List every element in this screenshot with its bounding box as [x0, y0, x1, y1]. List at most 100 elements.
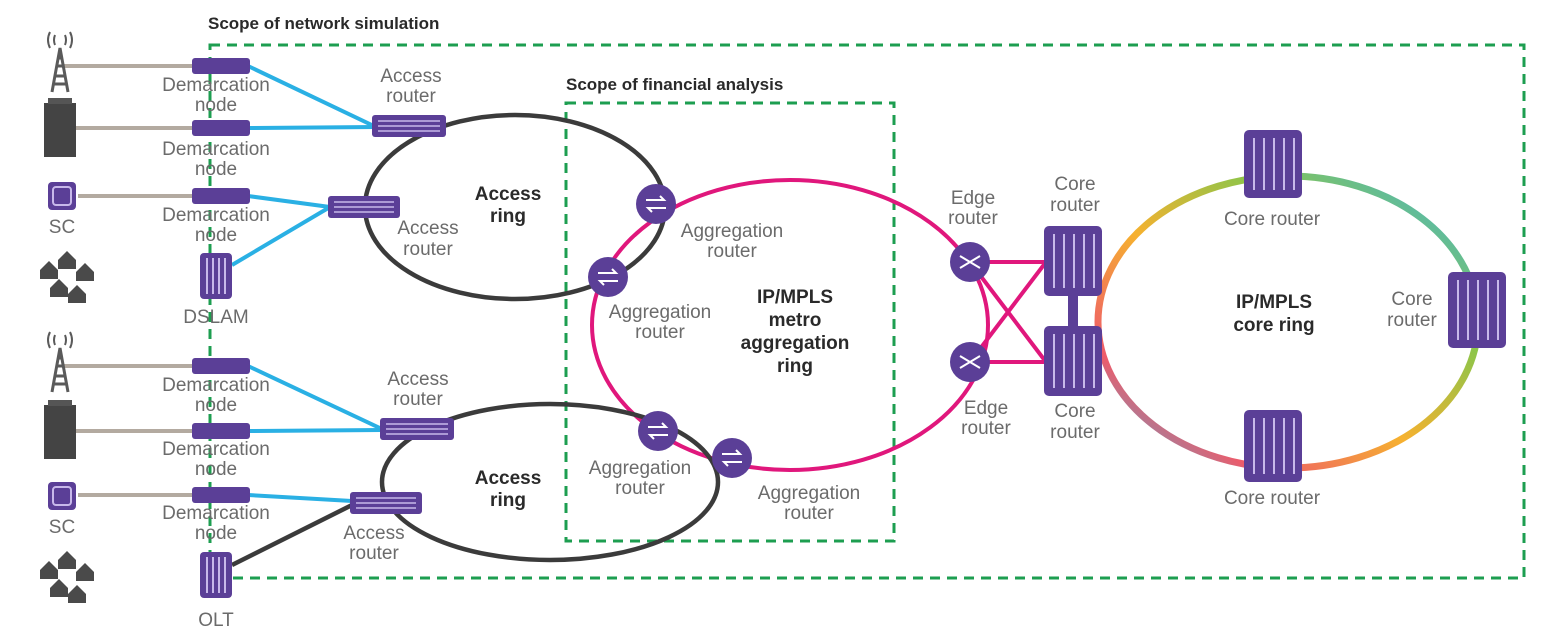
- rack-icon: [1044, 326, 1102, 396]
- dslam-label: DSLAM: [183, 307, 248, 328]
- demarcation-labels: Demarcation node Demarcation node Demarc…: [162, 75, 270, 544]
- access-label: Access: [380, 66, 441, 87]
- router-label: router: [1050, 422, 1100, 443]
- sc-label: SC: [49, 517, 75, 538]
- router-icon: [588, 257, 628, 297]
- switch-icon: [372, 115, 446, 137]
- metro-ring-label: aggregation: [741, 333, 850, 354]
- core-label: Core: [1054, 174, 1095, 195]
- metro-ring-label: metro: [769, 310, 822, 331]
- aggregation-label: Aggregation: [681, 221, 783, 242]
- demarcation-label: Demarcation: [162, 503, 270, 524]
- router-label: router: [635, 322, 685, 343]
- edge-label: Edge: [951, 188, 995, 209]
- router-icon: [638, 411, 678, 451]
- aggregation-label: Aggregation: [589, 458, 691, 479]
- dslam-rack-icon: [200, 253, 232, 299]
- router-label: router: [784, 503, 834, 524]
- demarcation-nodes: [192, 58, 250, 503]
- router-icon: [712, 438, 752, 478]
- core-ring-label: core ring: [1233, 315, 1314, 336]
- core-label: Core: [1391, 289, 1432, 310]
- router-label: router: [615, 478, 665, 499]
- grey-links: [62, 64, 195, 497]
- core-router-label: Core router: [1224, 488, 1321, 509]
- aggregation-label: Aggregation: [758, 483, 860, 504]
- aggregation-labels: Aggregation router Aggregation router Ag…: [589, 221, 860, 524]
- router-icon: [950, 242, 990, 282]
- node-label: node: [195, 159, 237, 180]
- router-label: router: [386, 86, 436, 107]
- demarcation-label: Demarcation: [162, 439, 270, 460]
- node-label: node: [195, 225, 237, 246]
- access-ring-bottom: [379, 401, 721, 563]
- access-ring-label: Access: [475, 184, 542, 205]
- metro-aggregation-ring: [590, 178, 990, 472]
- core-router-label: Core router: [1224, 209, 1321, 230]
- edge-routers: [950, 242, 990, 382]
- aggregation-label: Aggregation: [609, 302, 711, 323]
- metro-ring-label: IP/MPLS: [757, 287, 833, 308]
- access-links: [230, 64, 385, 503]
- core-router-link: [1068, 296, 1078, 326]
- demarcation-label: Demarcation: [162, 205, 270, 226]
- core-ring-label: IP/MPLS: [1236, 292, 1312, 313]
- router-label: router: [393, 389, 443, 410]
- switch-icon: [380, 418, 454, 440]
- demarcation-label: Demarcation: [162, 139, 270, 160]
- cell-tower-icon: [47, 331, 73, 393]
- router-label: router: [403, 239, 453, 260]
- rack-icon: [1448, 272, 1506, 348]
- ring-labels: Access ring Access ring IP/MPLS metro ag…: [475, 184, 1315, 511]
- node-label: node: [195, 395, 237, 416]
- access-ring-label: Access: [475, 468, 542, 489]
- core-label: Core: [1054, 401, 1095, 422]
- router-label: router: [961, 418, 1011, 439]
- demarcation-label: Demarcation: [162, 75, 270, 96]
- access-label: Access: [387, 369, 448, 390]
- node-label: node: [195, 95, 237, 116]
- building-icon: [44, 98, 76, 157]
- access-label: Access: [397, 218, 458, 239]
- router-icon: [950, 342, 990, 382]
- node-label: node: [195, 459, 237, 480]
- edge-label: Edge: [964, 398, 1008, 419]
- olt-link: [230, 502, 354, 568]
- financial-analysis-title: Scope of financial analysis: [566, 75, 783, 94]
- network-simulation-title: Scope of network simulation: [208, 14, 439, 33]
- small-cell-icon: [48, 182, 76, 210]
- rack-icon: [1044, 226, 1102, 296]
- router-label: router: [1387, 310, 1437, 331]
- cell-tower-icon: [47, 31, 73, 93]
- houses-icon: [40, 551, 94, 603]
- router-label: router: [1050, 195, 1100, 216]
- router-label: router: [707, 241, 757, 262]
- access-label: Access: [343, 523, 404, 544]
- metro-ring-label: ring: [777, 356, 813, 377]
- rack-icon: [1244, 130, 1302, 198]
- houses-icon: [40, 251, 94, 303]
- core-labels: Core router Core router Core router Core…: [1050, 174, 1437, 509]
- access-routers: [328, 115, 454, 514]
- building-icon: [44, 400, 76, 459]
- small-cell-icon: [48, 482, 76, 510]
- access-ring-label: ring: [490, 490, 526, 511]
- sc-label: SC: [49, 217, 75, 238]
- financial-analysis-scope-box: [564, 101, 896, 543]
- access-ring-label: ring: [490, 206, 526, 227]
- router-label: router: [349, 543, 399, 564]
- aggregation-routers: [588, 184, 752, 478]
- olt-rack-icon: [200, 552, 232, 598]
- router-label: router: [948, 208, 998, 229]
- router-icon: [636, 184, 676, 224]
- access-router-labels: Access router Access router Access route…: [343, 66, 458, 564]
- network-simulation-scope-box: [208, 43, 1526, 580]
- core-routers: [1044, 130, 1506, 482]
- edge-labels: Edge router Edge router: [948, 188, 1011, 439]
- olt-label: OLT: [198, 610, 234, 631]
- switch-icon: [328, 196, 400, 218]
- switch-icon: [350, 492, 422, 514]
- node-label: node: [195, 523, 237, 544]
